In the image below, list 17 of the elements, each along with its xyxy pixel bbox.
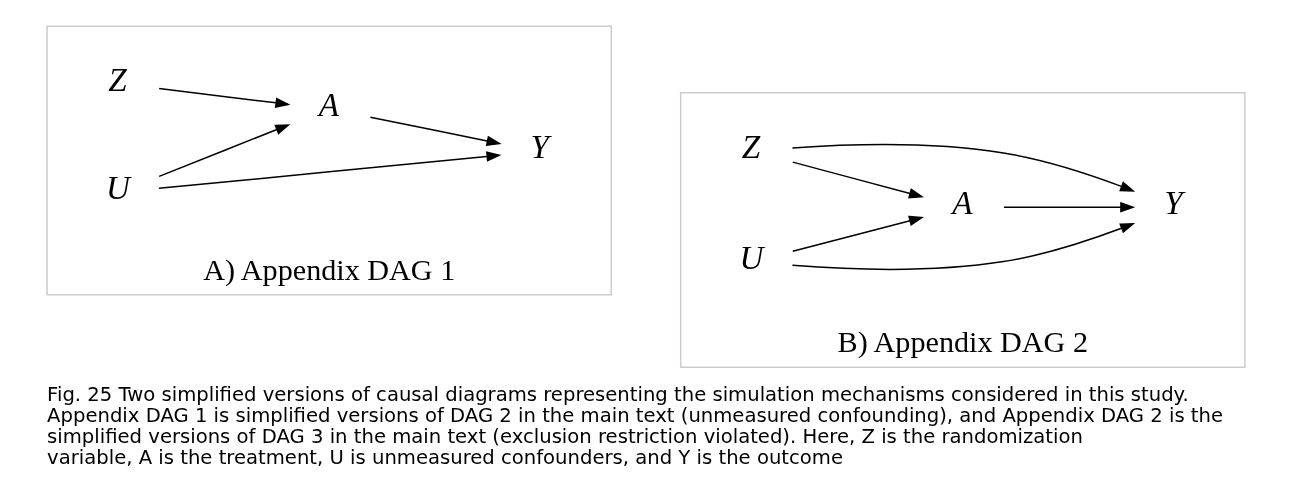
arrow [158,151,502,190]
arrow [158,124,291,178]
arrow [791,223,1136,270]
node-text: Z [741,128,761,166]
arrow [1003,202,1136,213]
arrow [158,87,291,109]
node-text: Y [530,128,550,166]
arrow [369,116,502,147]
node-text: Z [108,60,127,98]
node-text: U [105,169,130,207]
node-text: A [952,184,973,222]
arrow [791,144,1136,192]
node-text: U [739,238,764,276]
node-text: A [318,86,339,124]
arrow [792,215,924,252]
caption: Fig. 25 Two simplified versions of causal diagrams representing the simulation mechanisms considered in this study. Appendix DAG 1 is simplified versions of DAG 2 in the main text (unmeasured confounding), and Appendix DAG 2 is the simplified versions of DAG 3 in the main text (exclusion restriction violated). Here, Z is the randomization variable, A is the treatment, U is unmeasured confounders, and Y is the outcome [47,382,1224,470]
arrow [792,161,924,199]
